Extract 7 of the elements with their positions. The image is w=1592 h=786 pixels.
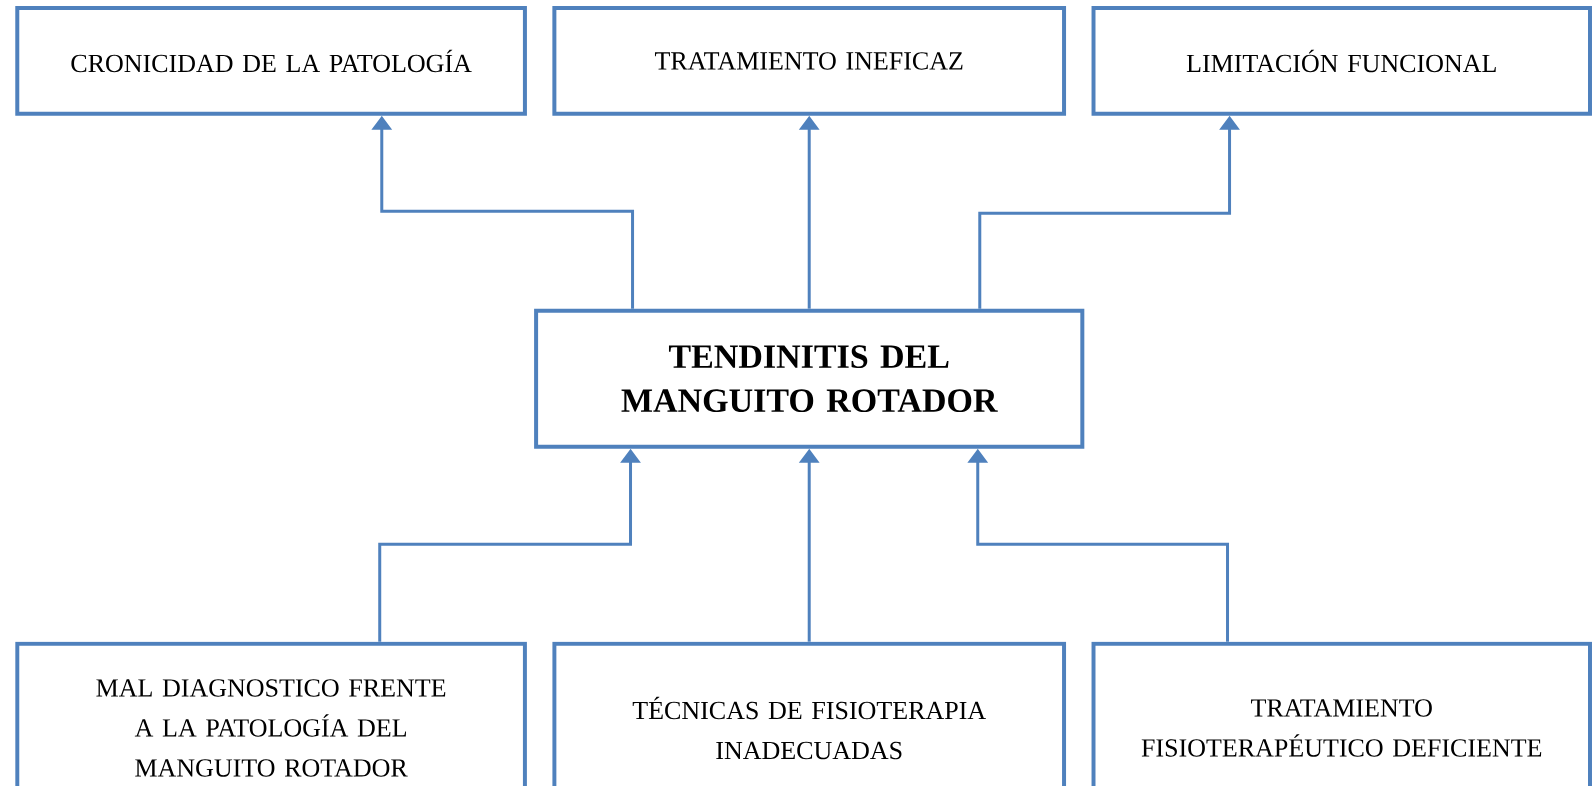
text-box: TENDINITIS DEL MANGUITO ROTADOR xyxy=(534,308,1085,449)
text-box: LIMITACIÓN FUNCIONAL xyxy=(1091,6,1592,116)
text-box: TÉCNICAS DE FISIOTERAPIA INADECUADAS xyxy=(552,641,1067,786)
text-box: TRATAMIENTO INEFICAZ xyxy=(552,6,1067,116)
text-box: TRATAMIENTO FISIOTERAPÉUTICO DEFICIENTE xyxy=(1091,641,1592,786)
text-box: MAL DIAGNOSTICO FRENTE A LA PATOLOGÍA DEL MANGUITO ROTADOR xyxy=(15,641,527,786)
text-box: CRONICIDAD DE LA PATOLOGÍA xyxy=(15,6,527,116)
